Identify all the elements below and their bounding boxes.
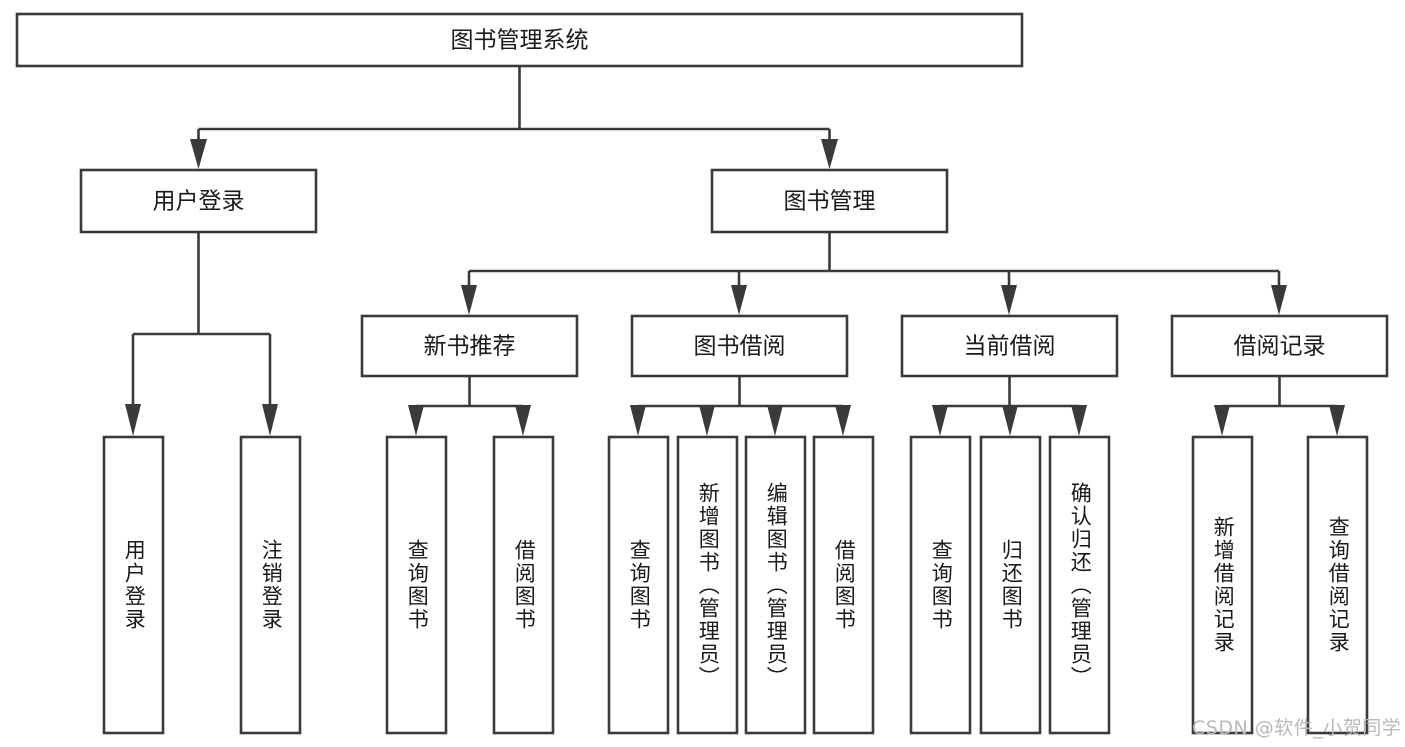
leaf-box-cb-3[interactable]	[1048, 435, 1111, 735]
leaf-box-nbr-2[interactable]	[492, 435, 555, 735]
node-borrow-record[interactable]: 借阅记录	[1170, 314, 1389, 378]
leaf-boxes-new-book-recommend	[385, 435, 555, 735]
arrow-head-leaf-cb-1	[932, 405, 948, 436]
arrow-head-leaf-cb-2	[1002, 405, 1018, 436]
leaf-box-bb-1[interactable]	[607, 435, 670, 735]
arrow-head-leaf-cb-3	[1071, 405, 1087, 436]
connector-group-user-login	[125, 232, 278, 436]
arrow-head-leaf-bb-2	[699, 405, 715, 436]
arrow-head-current-borrow	[1001, 285, 1017, 315]
arrow-head-leaf-br-1	[1214, 405, 1230, 436]
connector-group-book-manage	[461, 232, 1287, 315]
leaf-box-bb-4[interactable]	[812, 435, 875, 735]
arrow-head-leaf-bb-3	[767, 405, 783, 436]
arrow-head-book-manage	[821, 139, 838, 169]
leaf-box-cb-1[interactable]	[909, 435, 972, 735]
node-new-book-recommend-box[interactable]	[360, 314, 579, 378]
arrow-head-new-book-recommend	[461, 285, 477, 315]
leaf-boxes-current-borrow	[909, 435, 1111, 735]
node-book-manage-box[interactable]	[710, 168, 949, 234]
node-root[interactable]: 图书管理系统	[15, 12, 1024, 68]
arrow-head-user-login	[190, 139, 207, 169]
leaf-box-br-2[interactable]	[1306, 435, 1369, 735]
leaf-box-cb-2[interactable]	[979, 435, 1042, 735]
leaf-box-bb-2[interactable]	[676, 435, 739, 735]
connector-group-borrow-record	[1214, 376, 1345, 436]
node-user-login-box[interactable]	[79, 168, 318, 234]
arrow-head-leaf-nbr-1	[408, 405, 424, 436]
node-user-login-label: 用户登录	[153, 189, 245, 215]
leaf-boxes-borrow-record	[1191, 435, 1369, 735]
node-current-borrow-box[interactable]	[900, 314, 1119, 378]
node-book-borrow-label: 图书借阅	[694, 334, 786, 360]
arrow-head-leaf-user-login-1	[125, 404, 141, 436]
node-borrow-record-box[interactable]	[1170, 314, 1389, 378]
leaf-box-nbr-1[interactable]	[385, 435, 448, 735]
connector-group-book-borrow	[630, 376, 851, 436]
connector-group-current-borrow	[932, 376, 1087, 436]
node-user-login[interactable]: 用户登录	[79, 168, 318, 234]
node-book-borrow[interactable]: 图书借阅	[630, 314, 849, 378]
arrow-head-book-borrow	[731, 285, 747, 315]
node-book-borrow-box[interactable]	[630, 314, 849, 378]
node-root-box[interactable]	[15, 12, 1024, 68]
leaf-box-br-1[interactable]	[1191, 435, 1254, 735]
connector-group-new-book-recommend	[408, 376, 531, 436]
arrow-head-leaf-bb-4	[835, 405, 851, 436]
leaf-box-user-login-2[interactable]	[239, 435, 302, 735]
leaf-box-user-login-1[interactable]	[102, 435, 165, 735]
leaf-box-bb-3[interactable]	[744, 435, 807, 735]
node-new-book-recommend[interactable]: 新书推荐	[360, 314, 579, 378]
node-new-book-recommend-label: 新书推荐	[424, 334, 516, 360]
arrow-head-leaf-bb-1	[630, 405, 646, 436]
arrow-head-leaf-user-login-2	[262, 404, 278, 436]
connector-group-root	[190, 66, 838, 169]
leaf-boxes-user-login	[102, 435, 302, 735]
leaf-boxes-book-borrow	[607, 435, 875, 735]
csdn-watermark: CSDN @软件_小贺同学	[1192, 717, 1402, 739]
arrow-head-borrow-record	[1271, 285, 1287, 315]
node-current-borrow-label: 当前借阅	[964, 334, 1056, 360]
node-current-borrow[interactable]: 当前借阅	[900, 314, 1119, 378]
node-borrow-record-label: 借阅记录	[1234, 334, 1326, 360]
node-book-manage-label: 图书管理	[784, 189, 876, 215]
arrow-head-leaf-br-2	[1329, 405, 1345, 436]
arrow-head-leaf-nbr-2	[515, 405, 531, 436]
node-book-manage[interactable]: 图书管理	[710, 168, 949, 234]
node-root-label: 图书管理系统	[451, 28, 589, 54]
